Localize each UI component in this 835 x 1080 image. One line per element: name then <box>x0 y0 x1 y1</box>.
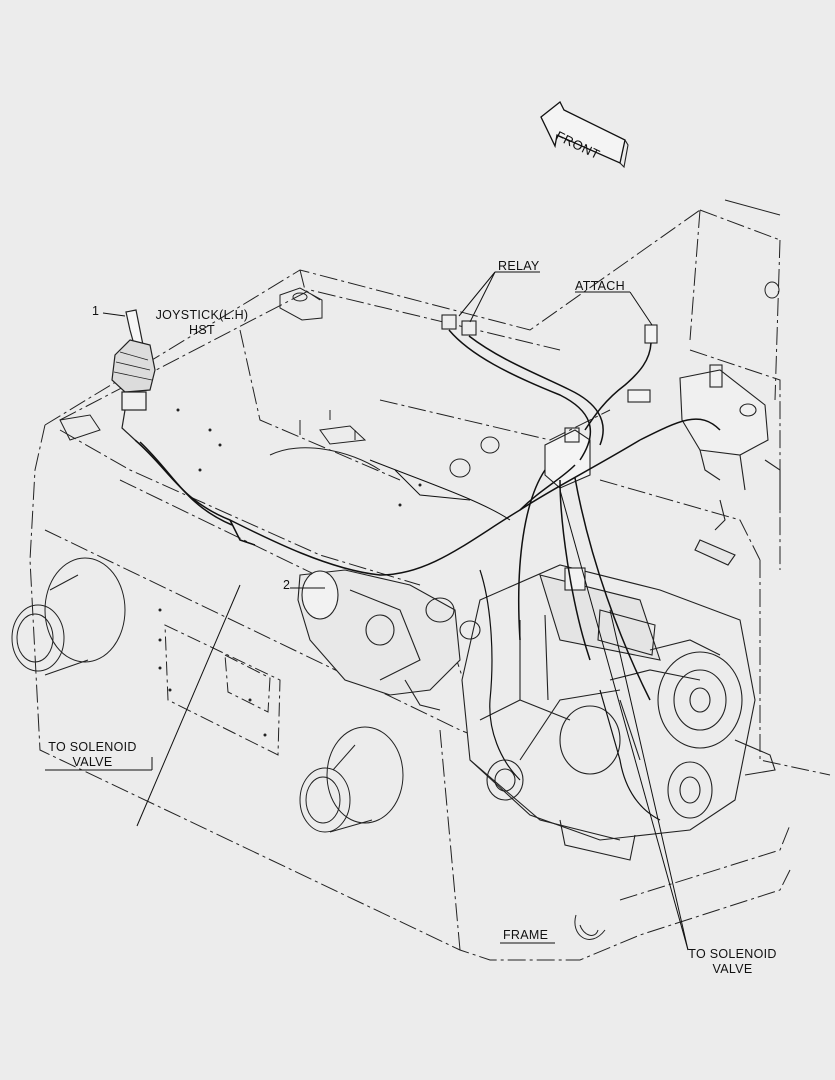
front-arrow-icon <box>540 100 629 169</box>
connector-block <box>544 324 658 489</box>
solenoid-right-line1: TO SOLENOID <box>688 947 777 961</box>
hydraulic-pump <box>297 569 481 711</box>
valve-bracket <box>679 364 781 566</box>
item-2-callout-number: 2 <box>283 578 291 592</box>
joystick-label: JOYSTICK(L.H) HST <box>152 308 252 338</box>
attach-label: ATTACH <box>575 279 625 293</box>
solenoid-left-line1: TO SOLENOID <box>48 740 137 754</box>
joystick-label-line1: JOYSTICK(L.H) <box>155 308 249 322</box>
left-wheel-hub <box>11 557 126 676</box>
joystick-icon <box>111 309 156 441</box>
solenoid-valve-right-label: TO SOLENOID VALVE <box>680 947 785 977</box>
frame-outline <box>29 209 831 961</box>
side-panel <box>164 624 281 756</box>
solenoid-valve-left-label: TO SOLENOID VALVE <box>40 740 145 770</box>
joystick-callout-number: 1 <box>92 304 100 318</box>
frame-label: FRAME <box>503 928 549 942</box>
joystick-label-line2: HST <box>189 323 215 337</box>
relay-icon <box>441 314 477 336</box>
solenoid-right-line2: VALVE <box>712 962 753 976</box>
right-wheel-hub <box>299 726 404 833</box>
wiring-harness <box>134 329 721 821</box>
engine-block <box>461 564 776 861</box>
frame-details <box>59 199 781 940</box>
leader-lines <box>45 271 689 951</box>
solenoid-left-line2: VALVE <box>72 755 113 769</box>
relay-label: RELAY <box>498 259 540 273</box>
